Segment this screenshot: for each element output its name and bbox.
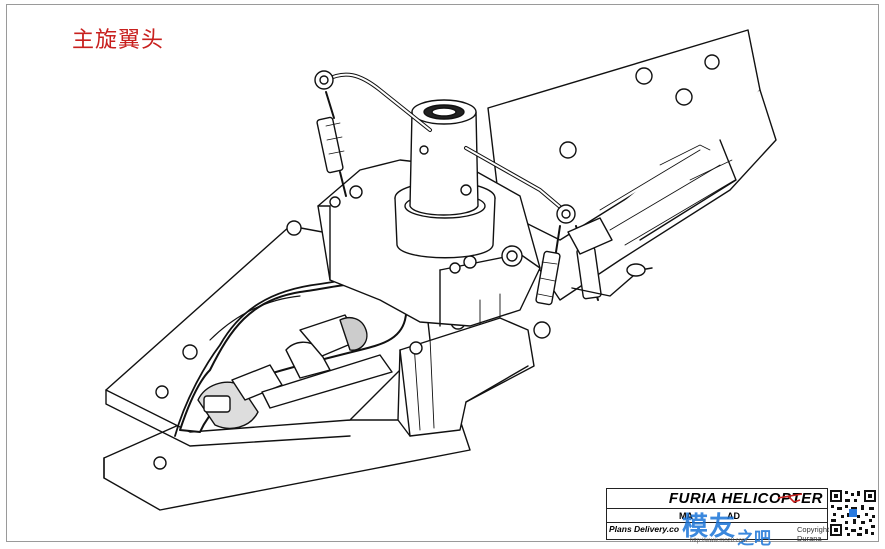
qr-code-icon	[829, 489, 877, 537]
right-blade-grip	[487, 29, 777, 301]
front-clamp	[397, 317, 535, 437]
grip-label-lines	[689, 159, 733, 181]
watermark-text: 模友	[682, 512, 737, 542]
main-shaft	[394, 99, 496, 259]
flybar-linkage	[314, 70, 653, 339]
bearing-assembly	[197, 314, 393, 429]
watermark-url: http://www.moz8.com	[690, 538, 748, 544]
title-block-row2: MA AD	[607, 509, 827, 523]
helicopter-logo-icon	[777, 493, 803, 503]
title-block: FURIA HELICOPTER MA AD Plans Delivery.co…	[606, 488, 830, 543]
title-block-row2-right: AD	[727, 511, 740, 521]
drawing-frame	[6, 4, 879, 542]
drawing-title: 主旋翼头	[72, 28, 165, 53]
title-block-copyright: Copyright Durana	[797, 525, 830, 543]
title-block-plans: Plans Delivery.co	[609, 524, 680, 534]
watermark-sub: 之吧	[737, 529, 771, 549]
title-block-row2-left: MA	[679, 511, 693, 521]
title-block-brand: FURIA HELICOPTER	[607, 489, 827, 509]
